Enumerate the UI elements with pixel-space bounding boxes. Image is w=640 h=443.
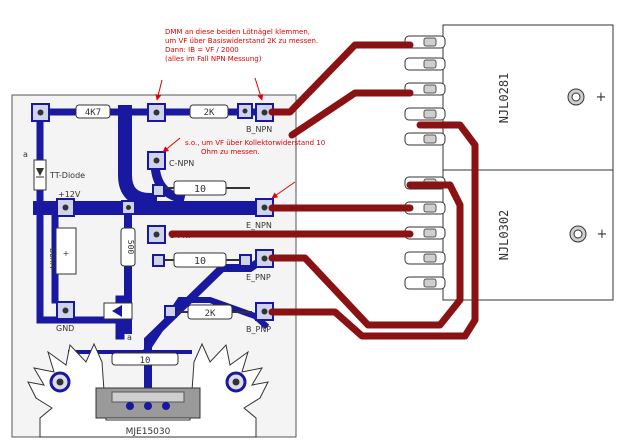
resistor-500-label: 500 <box>126 240 135 255</box>
annotation-top-line: (alles im Fall NPN Messung) <box>165 55 262 63</box>
resistor-bottom-10: 10 <box>111 352 179 366</box>
tt-diode-a: a <box>23 150 28 159</box>
vertical-component <box>55 227 77 275</box>
device-bottom-name: NJL0302 <box>497 210 511 261</box>
mounting-hole <box>225 371 247 393</box>
resistor-2k-bottom: 2K <box>172 304 252 320</box>
vertical-component-label: Dbm4 <box>48 248 56 270</box>
device-top-plus: + <box>596 90 607 105</box>
annotation-arrows <box>155 77 296 199</box>
resistor-2k-bottom-label: 2K <box>205 309 216 319</box>
label-c-npn: C-NPN <box>169 159 194 168</box>
annotation-top-line: DMM an diese beiden Lötnägel klemmen, <box>165 28 310 36</box>
vertical-component-plus: + <box>63 249 70 258</box>
label-b-npn: B_NPN <box>246 125 272 134</box>
pad-top-inner <box>237 103 253 119</box>
pad-c-npn <box>147 151 166 170</box>
small-diode-a: a <box>127 333 132 342</box>
transistor-pin <box>162 402 170 410</box>
annotation-top: DMM an diese beiden Lötnägel klemmen, um… <box>165 28 318 64</box>
solder-pads <box>31 103 274 321</box>
label-e-npn: E_NPN <box>246 221 272 230</box>
resistor-2k-top-label: 2K <box>204 108 215 118</box>
pad-gnd <box>56 301 75 320</box>
resistor-2k-top: 2K <box>189 104 229 119</box>
resistor-4k7: 4K7 <box>75 104 111 119</box>
pad-e-npn <box>255 198 274 217</box>
pad-mid-junction <box>121 200 136 215</box>
transistor-device-top: + NJL0281 <box>404 24 614 172</box>
resistor-10-npn: 10 <box>160 180 250 196</box>
tt-diode-label: TT-Diode <box>49 171 85 180</box>
heatsink <box>27 342 269 438</box>
pad-small-left <box>152 184 165 197</box>
annotation-top-line: Dann: IB = VF / 2000 <box>165 46 239 54</box>
transistor-pin <box>126 402 134 410</box>
annotation-side: s.o., um VF über Kollektorwiderstand 10 … <box>185 139 325 157</box>
tt-diode <box>33 159 47 191</box>
label-e-pnp: E_PNP <box>246 273 271 282</box>
transistor-tab <box>111 391 185 403</box>
annotation-side-line: s.o., um VF über Kollektorwiderstand 10 <box>185 139 326 147</box>
annotation-side-line: Ohm zu messen. <box>201 148 260 156</box>
small-diode <box>103 302 133 320</box>
pad-small-b-pnp <box>164 305 177 318</box>
resistor-10-npn-label: 10 <box>194 184 206 195</box>
label-gnd: GND <box>56 324 74 333</box>
annotation-top-line: um VF über Basiswiderstand 2K zu messen. <box>165 37 319 45</box>
label-transistor: MJE15030 <box>126 427 171 437</box>
label-b-pnp: B_PNP <box>246 325 271 334</box>
resistor-10-pnp-label: 10 <box>194 256 206 267</box>
transistor-device-bottom: + NJL0302 <box>404 169 614 301</box>
pad-c-pnp <box>147 225 166 244</box>
device-bottom-plus: + <box>597 227 608 242</box>
connection-wires <box>168 41 479 340</box>
pad-top-left <box>31 103 50 122</box>
label-12v: +12V <box>58 190 81 199</box>
pad-b-npn <box>255 103 274 122</box>
resistor-10-pnp: 10 <box>158 252 250 268</box>
resistor-500: 500 <box>120 227 136 267</box>
mounting-hole <box>49 371 71 393</box>
pad-top-mid <box>147 103 166 122</box>
resistor-4k7-label: 4K7 <box>85 108 101 118</box>
pad-small-pnp-right <box>239 254 252 267</box>
device-top-name: NJL0281 <box>497 73 511 124</box>
pad-12v <box>56 198 75 217</box>
resistor-bottom-10-label: 10 <box>140 356 151 366</box>
transistor-pin <box>144 402 152 410</box>
pad-small-pnp <box>152 254 165 267</box>
